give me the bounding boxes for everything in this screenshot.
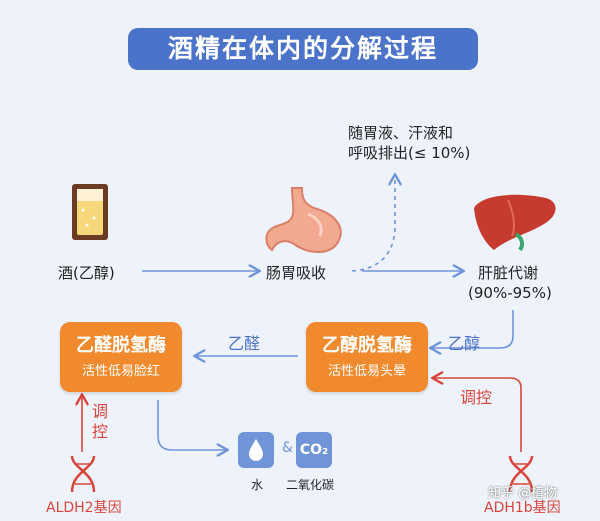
regulate-right-label: 调控 [460, 388, 493, 407]
arrow-aldh-to-products [157, 400, 226, 450]
beer-glass-icon [72, 184, 108, 240]
adh-enzyme-box: 乙醇脱氢酶 活性低易头晕 [306, 322, 428, 392]
arrow-liver-to-adh [432, 310, 514, 348]
alcohol-label: 酒(乙醇) [58, 264, 115, 282]
water-label: 水 [251, 478, 264, 492]
excretion-line-1: 随胃液、汗液和 [348, 124, 454, 142]
stomach-label: 肠胃吸收 [266, 264, 327, 282]
water-drop-icon [238, 432, 274, 468]
co2-icon: CO₂ [296, 432, 332, 468]
arrow-to-excretion [351, 176, 395, 272]
adh-title: 乙醇脱氢酶 [322, 335, 412, 356]
dna-left-icon [70, 455, 96, 493]
aldh-subtitle: 活性低易脸红 [81, 364, 160, 379]
regulate-left-label: 调控 [92, 402, 109, 441]
acetaldehyde-label: 乙醛 [228, 334, 261, 353]
dna-right-icon [508, 455, 534, 493]
ethanol-label: 乙醇 [448, 334, 481, 353]
ampersand: & [282, 440, 293, 456]
page-title: 酒精在体内的分解过程 [128, 28, 478, 70]
aldh-enzyme-box: 乙醛脱氢酶 活性低易脸红 [60, 322, 182, 392]
gene-adh1b-label: ADH1b基因 [484, 500, 561, 516]
liver-percentage: (90%-95%) [468, 284, 552, 302]
arrow-adh1b-regulate [434, 378, 522, 452]
watermark: 知乎 @植物 [488, 486, 558, 501]
stomach-icon [265, 187, 342, 253]
liver-icon [474, 194, 556, 252]
excretion-line-2: 呼吸排出(≤ 10%) [348, 144, 471, 162]
co2-label: 二氧化碳 [286, 478, 335, 492]
adh-subtitle: 活性低易头晕 [327, 364, 406, 379]
gene-aldh2-label: ALDH2基因 [46, 500, 122, 516]
liver-label: 肝脏代谢 [478, 264, 539, 282]
aldh-title: 乙醛脱氢酶 [76, 335, 166, 356]
